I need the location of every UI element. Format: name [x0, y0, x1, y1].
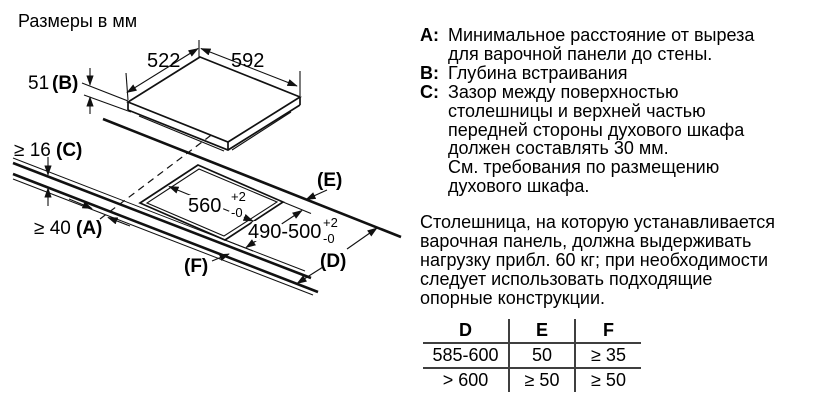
tick-left-corner [125, 72, 129, 101]
dim-560-tol-plus: +2 [231, 189, 246, 204]
legend-item-c: C: Зазор между поверхностью столешницы и… [420, 81, 814, 197]
front-face-bottom-edge [12, 172, 319, 294]
legend-key-c: C: [420, 81, 439, 102]
dimension-a [68, 198, 131, 227]
dim-line-522 [126, 48, 199, 93]
legend: A: Минимальное расстояние от выреза для … [420, 26, 814, 196]
dim-490-500-tol-plus: +2 [323, 215, 338, 230]
dim-line-592 [200, 47, 298, 87]
legend-key-a: A: [420, 25, 439, 45]
dimension-b [81, 68, 132, 114]
dim-560-label: 560 [188, 195, 221, 217]
table-cell: 585-600 [423, 343, 509, 369]
dim-line-560 [168, 185, 254, 222]
legend-key-b: B: [420, 62, 439, 83]
table-header-row: D E F [423, 319, 641, 344]
table-row: 585-600 50 ≥ 35 [423, 343, 641, 369]
front-face-highlight-bottom [12, 178, 314, 296]
table-header-f: F [574, 319, 641, 344]
worktop-strip [12, 117, 402, 296]
dimension-top-width [125, 40, 301, 101]
dim-b-letter: (B) [52, 73, 78, 94]
callout-d [296, 227, 378, 284]
legend-item-b: B: Глубина встраивания [420, 62, 814, 83]
table-cell: ≥ 50 [574, 368, 641, 392]
dim-a-letter: (A) [76, 218, 102, 239]
dim-490-500-tol-minus: -0 [323, 231, 335, 246]
dim-c-value: ≥ 16 [14, 140, 51, 161]
table-cell: ≥ 50 [508, 368, 575, 392]
dim-490-500-label: 490-500 [248, 221, 321, 243]
dim-c-letter: (C) [56, 140, 82, 161]
dimension-cutout-depth [224, 201, 312, 252]
page-title: Размеры в мм [18, 11, 138, 31]
table-cell: > 600 [442, 370, 489, 390]
table-header-d: D [423, 319, 509, 344]
installation-diagram: 522 592 51 (B) ≥ 16 (C) ≥ 40 (A) 560 +2 … [12, 40, 402, 296]
dim-560-tol-minus: -0 [231, 205, 243, 220]
callout-f-arrow [211, 253, 230, 262]
cooktop-rim [127, 104, 301, 151]
table-cell: ≥ 35 [574, 343, 641, 369]
callout-e-label: (E) [317, 170, 342, 191]
dim-line-490-500 [245, 210, 303, 248]
table-row: > 600 ≥ 50 ≥ 50 [423, 368, 641, 392]
legend-text-b: Глубина встраивания [448, 62, 628, 83]
table-cell: 50 [508, 343, 575, 369]
dim-522-label: 522 [147, 50, 180, 72]
worktop-back-edge [102, 117, 402, 239]
front-face-highlight-top [12, 157, 306, 272]
dim-a-value: ≥ 40 [34, 218, 71, 239]
callout-e-arrow [305, 189, 328, 201]
dim-592-label: 592 [231, 50, 264, 72]
callout-d-label: (D) [320, 251, 346, 272]
table-header-e: E [508, 319, 575, 344]
dim-b-value: 51 [28, 73, 49, 94]
def-dimension-table: D E F 585-600 50 ≥ 35 > 600 ≥ 50 ≥ 50 [423, 319, 641, 392]
cooktop-base-left [138, 115, 225, 152]
front-face-top-edge [12, 161, 312, 280]
legend-item-a: A: Минимальное расстояние от выреза для … [420, 26, 814, 64]
cooktop-base-right [231, 111, 292, 151]
worktop-load-note: Столешница, на которую устанавливается в… [420, 212, 776, 308]
legend-text-c: Зазор между поверхностью столешницы и ве… [448, 81, 745, 197]
legend-text-a: Минимальное расстояние от выреза для вар… [448, 25, 755, 64]
callout-f-label: (F) [184, 256, 208, 277]
